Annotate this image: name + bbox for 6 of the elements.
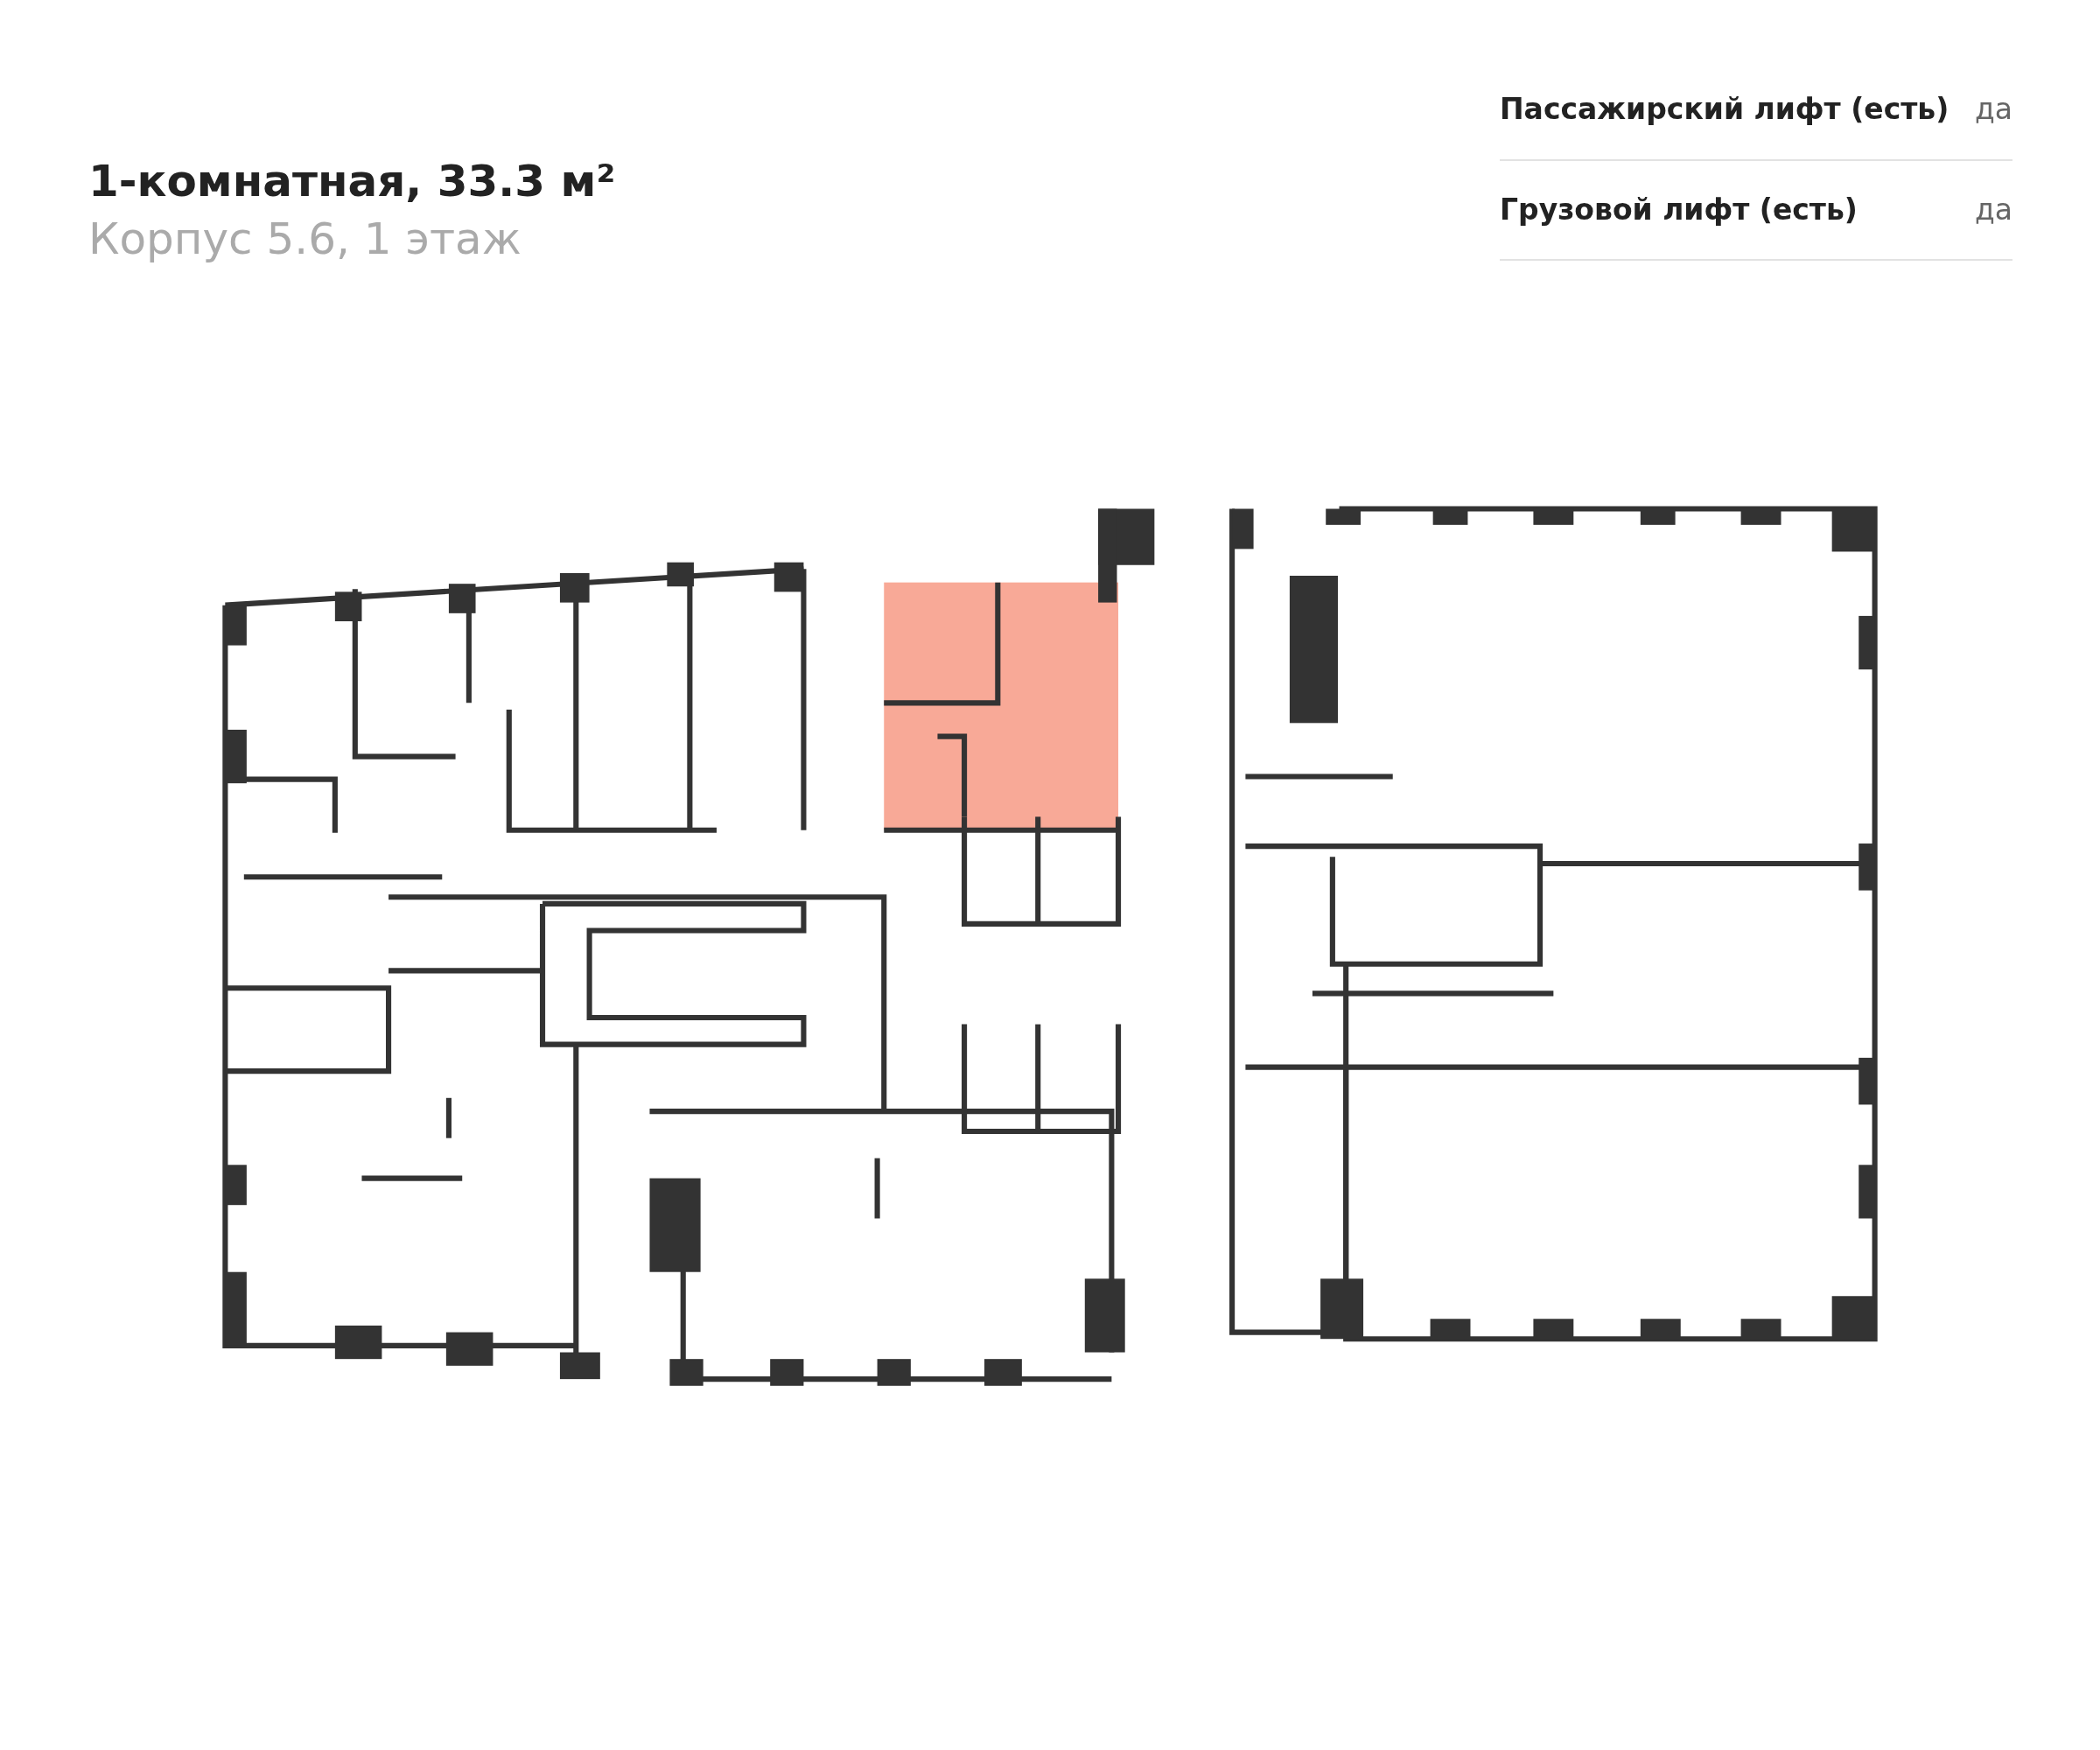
table-cell: Пассажирский лифт (есть) <box>1500 92 1950 126</box>
building-floor-subtitle: Корпус 5.6, 1 этаж <box>88 214 522 264</box>
table-cell: да <box>1974 92 2012 126</box>
apartment-title: 1-комнатная, 33.3 м² <box>88 156 616 206</box>
table-cell: да <box>1974 192 2012 227</box>
table-cell: Грузовой лифт (есть) <box>1500 192 1858 227</box>
